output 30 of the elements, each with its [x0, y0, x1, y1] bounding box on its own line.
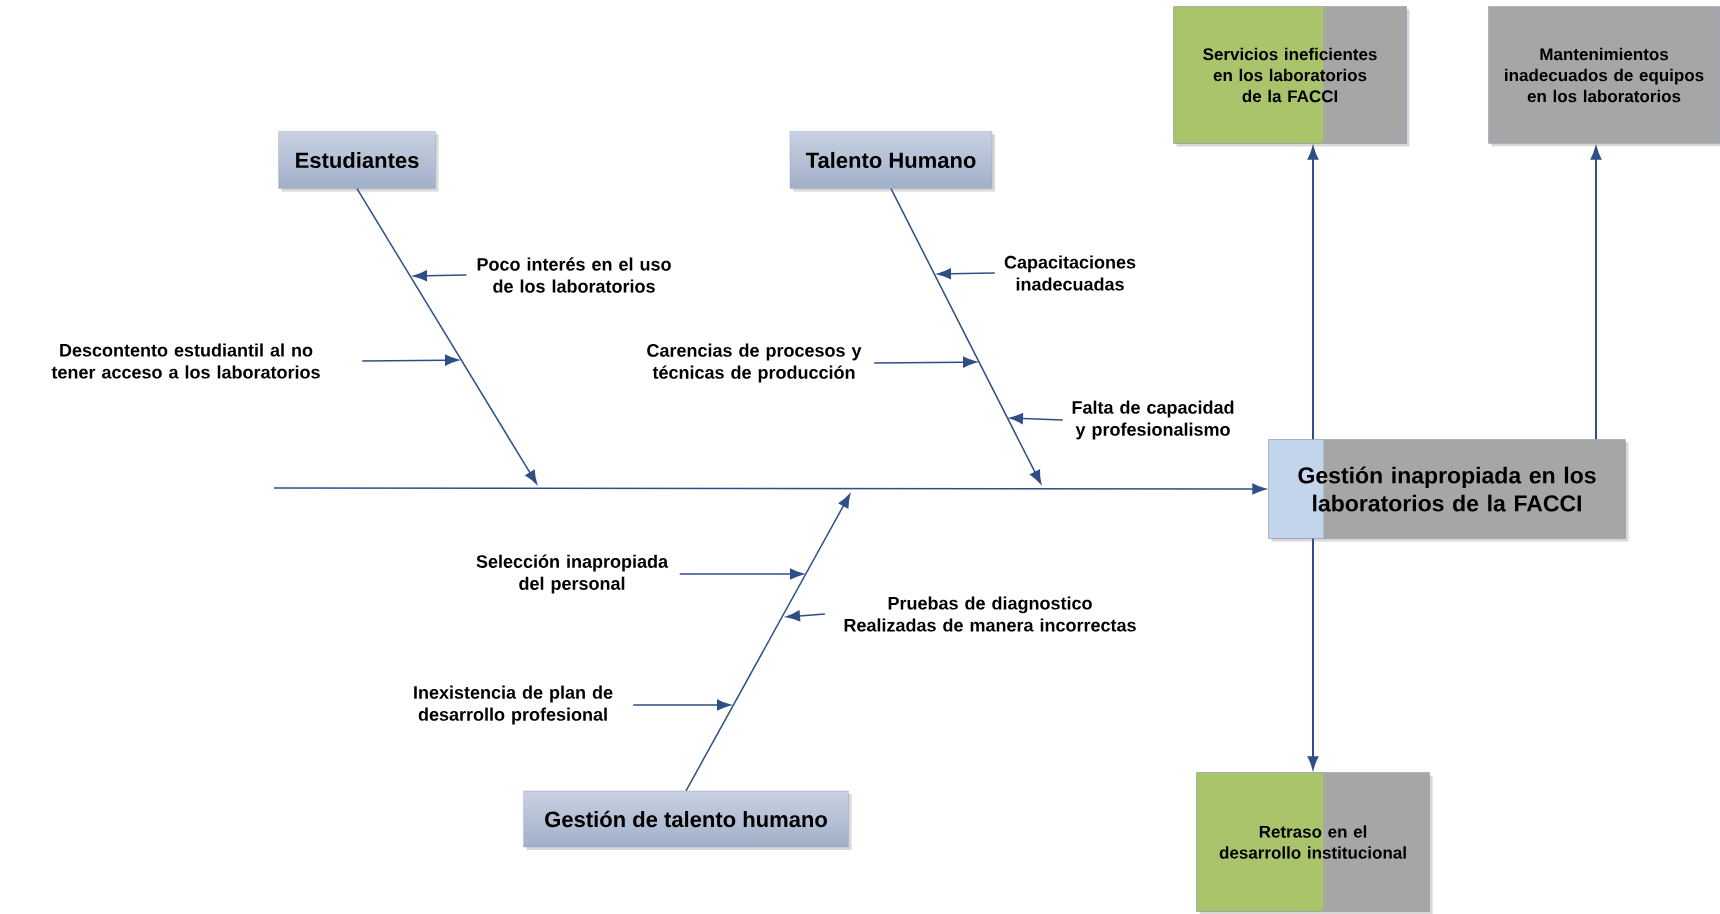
cause-text: Falta de capacidad y profesionalismo — [1072, 400, 1234, 440]
spine-arrow — [273, 483, 1266, 495]
effect-box: Retraso en el desarrollo institucional — [1196, 772, 1433, 914]
category-box: Gestión de talento humano — [523, 790, 852, 850]
arrow — [937, 268, 996, 280]
cause-text: Descontento estudiantil al no tener acceso a los laboratorios — [51, 343, 320, 379]
arrow — [678, 568, 804, 580]
category-box: Talento Humano — [789, 131, 995, 192]
category-box: Estudiantes — [278, 131, 439, 192]
arrow — [873, 356, 977, 368]
cause-text: Inexistencia de plan de desarrollo profesional — [414, 685, 613, 725]
bone-arrow — [356, 187, 538, 485]
arrow — [632, 699, 731, 711]
arrow — [1307, 146, 1319, 441]
arrow — [1590, 146, 1602, 441]
cause-text: Carencias de procesos y técnicas de producción — [647, 343, 862, 383]
arrow — [1009, 413, 1064, 424]
effect-box: Servicios ineficientes en los laboratorios de la FACCI — [1173, 6, 1410, 147]
effect-box: Gestión inapropiada en los laboratorios de la FACCI — [1268, 439, 1629, 542]
cause-text: Selección inapropiada del personal — [476, 554, 669, 594]
arrow — [786, 610, 826, 622]
bone-arrow — [685, 493, 851, 792]
cause-text: Poco interés en el uso de los laboratorios — [477, 257, 671, 293]
cause-text: Capacitaciones inadecuadas — [1004, 255, 1136, 291]
cause-text: Pruebas de diagnostico Realizadas de manera incorrectas — [844, 596, 1136, 632]
arrow — [413, 270, 468, 282]
effect-box: Mantenimientos inadecuados de equipos en los laboratorios — [1488, 6, 1720, 147]
bone-arrow — [890, 187, 1042, 484]
arrow — [1307, 537, 1319, 770]
arrow — [361, 354, 459, 366]
